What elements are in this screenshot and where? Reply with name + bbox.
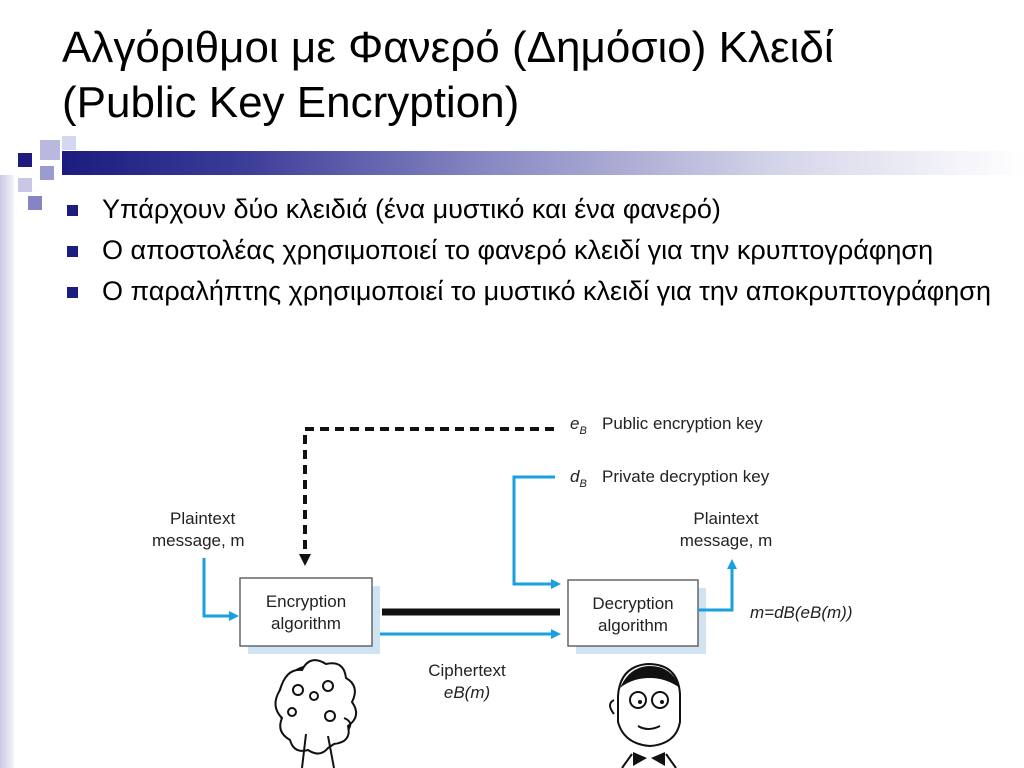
ciphertext-label: Ciphertext	[428, 661, 506, 680]
bullet-text: Ο παραλήπτης χρησιμοποιεί το μυστικό κλε…	[102, 276, 991, 306]
encryption-algorithm-box	[239, 577, 373, 647]
decryption-result-expression: m=dB(eB(m))	[750, 603, 852, 622]
public-key-symbol: eB	[570, 414, 587, 437]
encryption-box-label: algorithm	[271, 614, 341, 633]
decryption-box-label: Decryption	[592, 594, 673, 613]
private-key-symbol: dB	[570, 467, 587, 490]
plaintext-output-label: message, m	[680, 531, 773, 550]
bullet-item: Ο αποστολέας χρησιμοποιεί το φανερό κλει…	[62, 234, 992, 267]
ciphertext-expression: eB(m)	[444, 683, 490, 702]
receiver-figure-icon	[609, 662, 681, 768]
bullet-list: Υπάρχουν δύο κλειδιά (ένα μυστικό και έν…	[62, 193, 992, 316]
title-divider-bar	[62, 151, 1024, 175]
decor-square	[40, 140, 60, 160]
bullet-item: Ο παραλήπτης χρησιμοποιεί το μυστικό κλε…	[62, 275, 992, 308]
plaintext-output-arrow	[698, 559, 737, 612]
plaintext-input-label: message, m	[152, 531, 245, 550]
square-bullet-icon	[67, 246, 78, 257]
plaintext-output-label: Plaintext	[693, 509, 758, 528]
bullet-item: Υπάρχουν δύο κλειδιά (ένα μυστικό και έν…	[62, 193, 992, 226]
public-key-diagram: eB Public encryption key dB Private decr…	[152, 414, 852, 768]
decor-square	[62, 136, 76, 150]
decor-square	[18, 153, 32, 167]
bullet-text: Ο αποστολέας χρησιμοποιεί το φανερό κλει…	[102, 235, 934, 265]
bullet-text: Υπάρχουν δύο κλειδιά (ένα μυστικό και έν…	[102, 194, 721, 224]
sender-figure-icon	[274, 659, 358, 768]
square-bullet-icon	[67, 205, 78, 216]
private-key-label: Private decryption key	[602, 467, 770, 486]
decor-square	[18, 178, 32, 192]
title-line-2: (Public Key Encryption)	[62, 78, 520, 127]
plaintext-input-label: Plaintext	[170, 509, 235, 528]
square-bullet-icon	[67, 287, 78, 298]
private-key-line	[512, 475, 561, 589]
plaintext-input-arrow	[202, 558, 239, 621]
title-line-1: Αλγόριθμοι με Φανερό (Δημόσιο) Κλειδί	[62, 23, 834, 72]
left-edge-stripe	[0, 175, 14, 768]
decor-square	[28, 196, 42, 210]
decorative-squares	[0, 0, 80, 220]
decor-square	[40, 166, 54, 180]
decryption-box-label: algorithm	[598, 616, 668, 635]
public-key-label: Public encryption key	[602, 414, 763, 433]
encryption-box-label: Encryption	[266, 592, 346, 611]
slide-title: Αλγόριθμοι με Φανερό (Δημόσιο) Κλειδί (P…	[62, 20, 1002, 130]
decryption-algorithm-box	[567, 579, 699, 647]
public-key-dashed-line	[299, 427, 554, 566]
